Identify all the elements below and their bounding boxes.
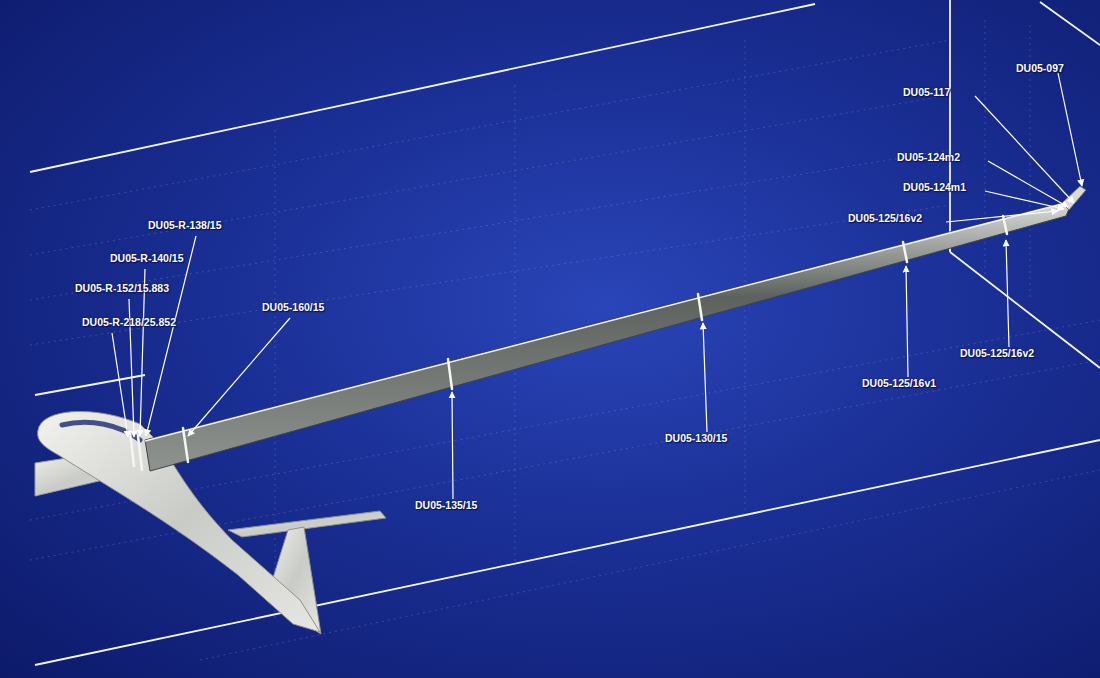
section-label: DU05-124m1 bbox=[903, 181, 966, 193]
section-label: DU05-R-218/25.852 bbox=[82, 316, 176, 328]
section-label: DU05-125/16v2 bbox=[848, 212, 922, 224]
grid bbox=[30, 20, 1100, 660]
frame-lines bbox=[30, 0, 1100, 665]
section-label: DU05-160/15 bbox=[262, 301, 324, 313]
section-label: DU05-124m2 bbox=[897, 151, 960, 163]
section-label: DU05-125/16v1 bbox=[862, 377, 936, 389]
section-label: DU05-125/16v2 bbox=[960, 347, 1034, 359]
section-label: DU05-117 bbox=[903, 86, 950, 98]
section-label: DU05-130/15 bbox=[665, 432, 727, 444]
section-label: DU05-R-152/15.883 bbox=[75, 282, 169, 294]
section-label: DU05-R-138/15 bbox=[148, 219, 222, 231]
section-label: DU05-135/15 bbox=[415, 499, 477, 511]
section-label: DU05-R-140/15 bbox=[110, 252, 184, 264]
section-label: DU05-097 bbox=[1016, 62, 1064, 74]
